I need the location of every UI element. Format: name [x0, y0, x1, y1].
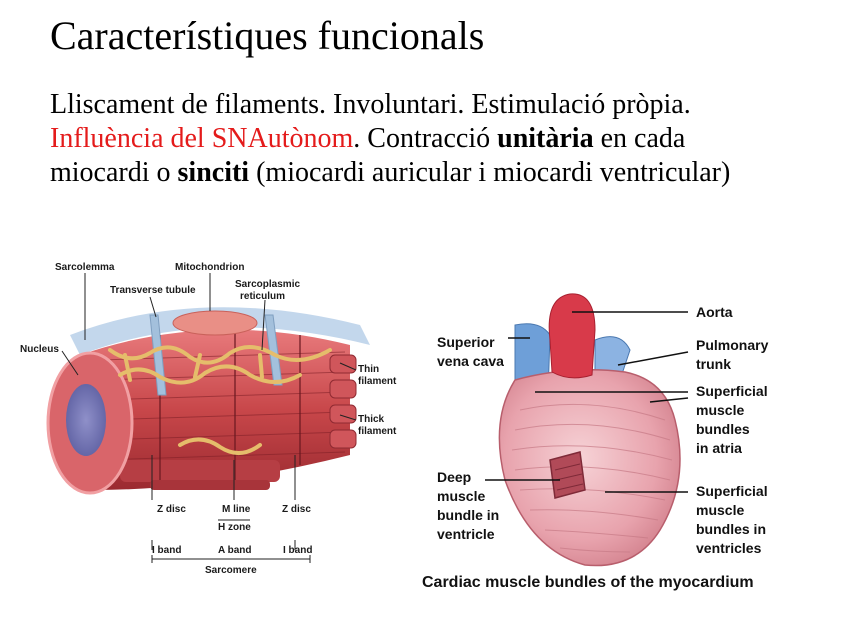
body-bold-unitaria: unitària [497, 123, 594, 154]
label-deep-3: bundle in [437, 507, 499, 523]
deep-bundle-window [549, 451, 586, 499]
label-m-line: M line [222, 504, 251, 515]
label-z-disc-left: Z disc [157, 504, 186, 515]
label-reticulum: reticulum [240, 291, 285, 302]
body-line-3b: (miocardi auricular i miocardi ventricul… [249, 157, 731, 188]
label-vena-cava: vena cava [437, 353, 504, 369]
cardiac-fiber-figure: Sarcolemma Mitochondrion Transverse tubu… [20, 262, 397, 576]
label-thick: Thick [358, 414, 385, 425]
label-superficial-atria-3: bundles [696, 421, 750, 437]
label-mitochondrion: Mitochondrion [175, 262, 244, 273]
label-sarcoplasmic: Sarcoplasmic [235, 279, 300, 290]
body-highlight-sna: Influència del SNAutònom [50, 123, 354, 154]
slide-title: Característiques funcionals [50, 13, 485, 58]
body-line-1: Lliscament de filaments. Involuntari. Es… [50, 89, 691, 120]
label-transverse-tubule: Transverse tubule [110, 285, 196, 296]
heart-figure: Aorta Superior vena cava Pulmonary trunk… [422, 293, 769, 591]
body-line-2a: . Contracció [353, 123, 498, 154]
mitochondrion-shape [172, 310, 258, 336]
label-i-band-right: I band [283, 545, 312, 556]
label-superior: Superior [437, 334, 495, 350]
label-deep-1: Deep [437, 469, 471, 485]
body-bold-sinciti: sinciti [177, 157, 250, 188]
label-superficial-atria-2: muscle [696, 402, 744, 418]
label-thin: Thin [358, 364, 379, 375]
aorta-shape [548, 293, 596, 379]
label-superficial-atria-1: Superficial [696, 383, 768, 399]
label-i-band-left: I band [152, 545, 181, 556]
body-line-3a: miocardi o [50, 157, 178, 188]
label-thin-filament: filament [358, 376, 397, 387]
slide-body-text: Lliscament de filaments. Involuntari. Es… [50, 88, 820, 190]
label-sarcolemma: Sarcolemma [55, 262, 115, 273]
label-z-disc-right: Z disc [282, 504, 311, 515]
label-a-band: A band [218, 545, 252, 556]
label-pulmonary: Pulmonary [696, 337, 769, 353]
label-trunk: trunk [696, 356, 731, 372]
label-superficial-vent-1: Superficial [696, 483, 768, 499]
label-superficial-atria-4: in atria [696, 440, 742, 456]
label-thick-filament: filament [358, 426, 397, 437]
label-superficial-vent-2: muscle [696, 502, 744, 518]
label-deep-2: muscle [437, 488, 485, 504]
label-deep-4: ventricle [437, 526, 495, 542]
label-nucleus: Nucleus [20, 344, 59, 355]
label-superficial-vent-3: bundles in [696, 521, 766, 537]
label-sarcomere: Sarcomere [205, 565, 257, 576]
body-line-2b: en cada [593, 123, 686, 154]
label-h-zone: H zone [218, 522, 251, 533]
label-superficial-vent-4: ventricles [696, 540, 762, 556]
figure-caption: Cardiac muscle bundles of the myocardium [422, 574, 754, 591]
nucleus-shape [66, 384, 106, 456]
label-aorta: Aorta [696, 304, 733, 320]
